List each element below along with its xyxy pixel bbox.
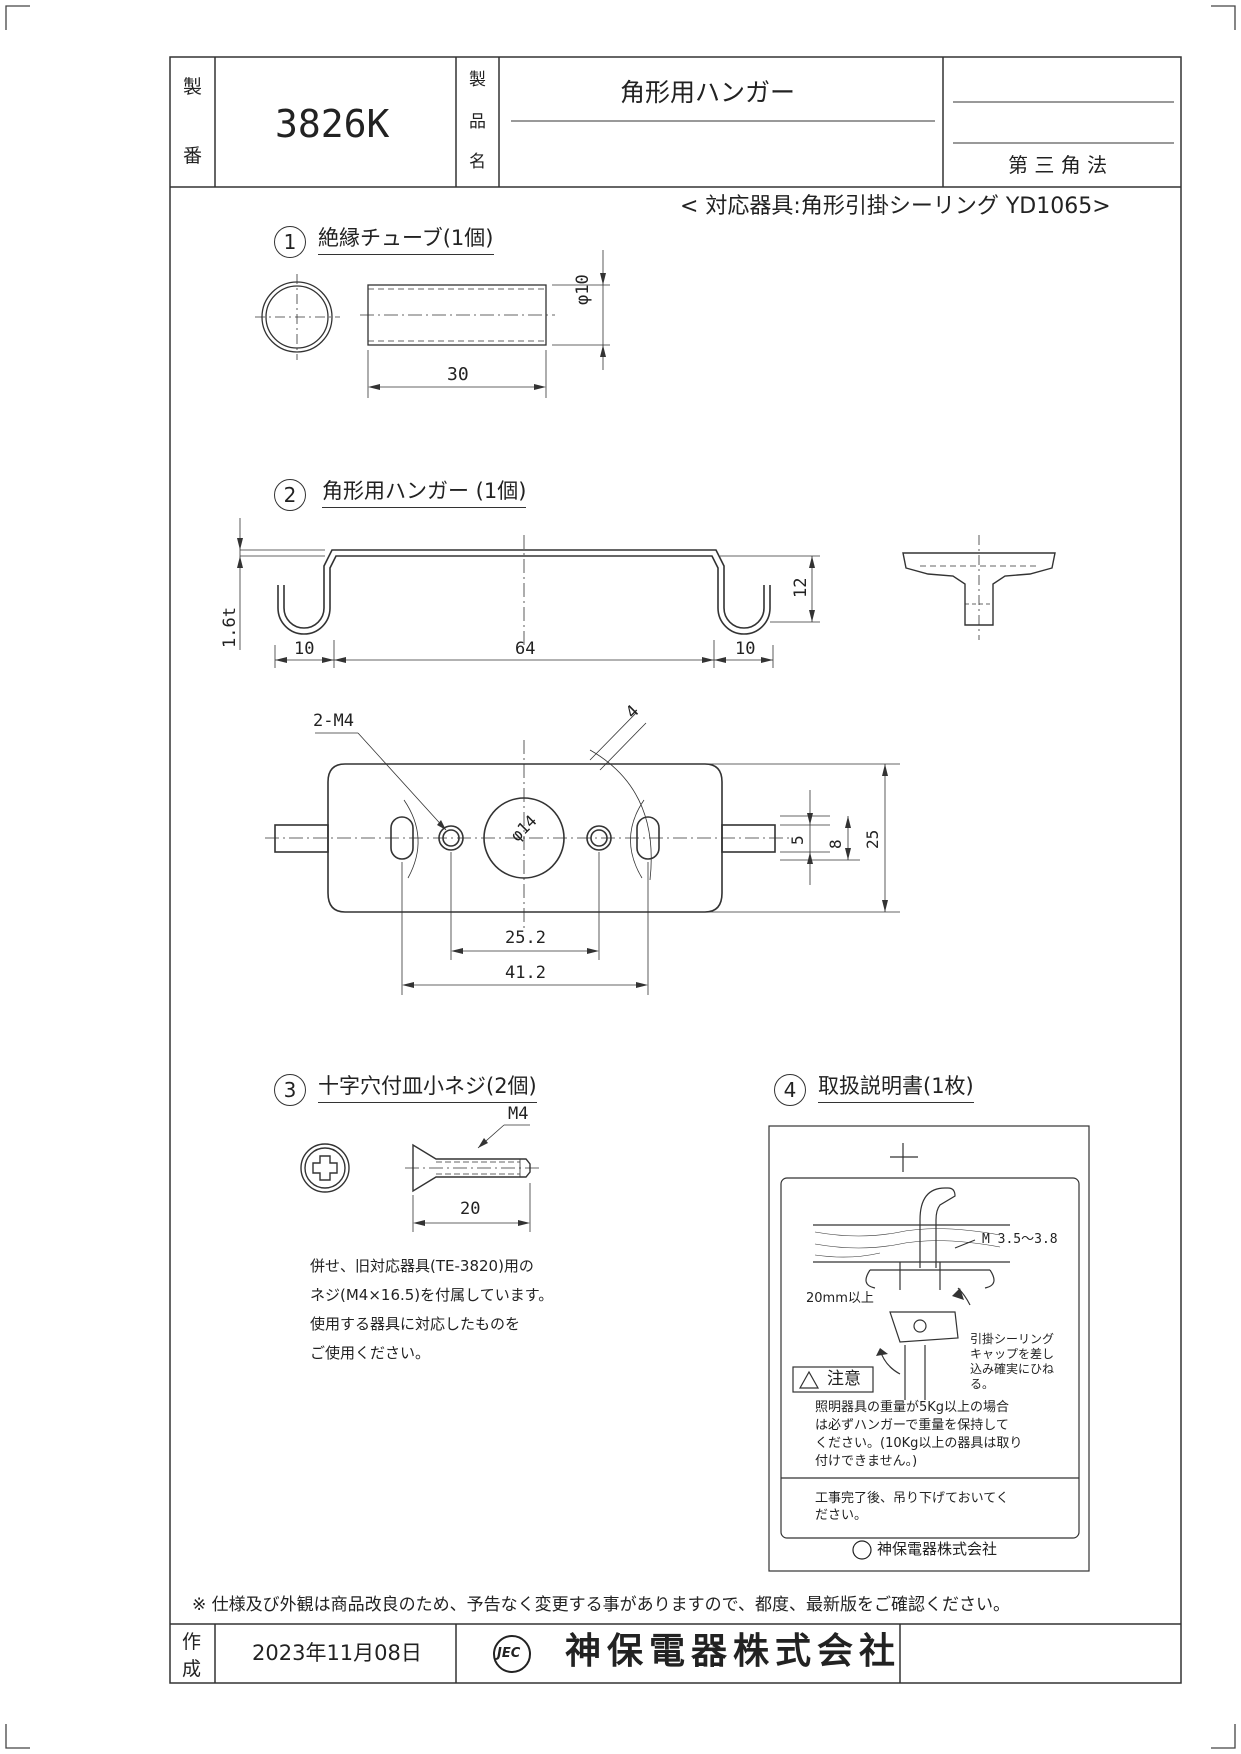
section-2-number-circle: 2: [274, 479, 306, 511]
created-date: 2023年11月08日: [252, 1641, 422, 1665]
outer-height-dim: 25: [863, 829, 882, 849]
logo-text: JEC: [497, 1646, 521, 1661]
hanger-right-dim: 10: [735, 639, 756, 659]
hanger-left-dim: 10: [294, 639, 315, 659]
section-3-title: 十字穴付皿小ネジ(2個): [318, 1076, 537, 1103]
frame-lines: [169, 56, 1182, 1684]
compatible-fixture: < 対応器具:角形引掛シーリング YD1065>: [680, 194, 1111, 219]
after-work-text: 工事完了後、吊り下げておいてく ださい。: [815, 1490, 1009, 1524]
hanger-plan-dims: [315, 712, 900, 995]
after-work-line: 工事完了後、吊り下げておいてく: [815, 1491, 1009, 1506]
manual-screw-dim: M 3.5〜3.8: [982, 1232, 1058, 1247]
created-label-2: 成: [182, 1658, 202, 1680]
section-4-number-circle: 4: [774, 1074, 806, 1106]
tube-arrows: [368, 273, 606, 390]
screw-thread-dim: M4: [508, 1104, 529, 1124]
screw-note-line: 使用する器具に対応したものを: [310, 1315, 521, 1333]
cap-note-line: る。: [970, 1377, 995, 1391]
hanger-side-dims: [239, 518, 820, 668]
manual-cap-note: 引掛シーリング キャップを差し 込み確実にひね る。: [970, 1332, 1054, 1392]
manual-depth-dim: 20mm以上: [806, 1291, 874, 1306]
product-name: 角形用ハンガー: [620, 78, 796, 107]
section-3-number: 3: [283, 1078, 297, 1102]
section-4-title: 取扱説明書(1枚): [818, 1076, 974, 1103]
section-1-title: 絶縁チューブ(1個): [318, 228, 494, 255]
tube-diameter-dim: φ10: [573, 274, 593, 305]
product-name-label-2: 品: [469, 112, 486, 132]
hanger-end-view: [902, 535, 1056, 640]
company-name: 神保電器株式会社: [565, 1631, 902, 1672]
cap-note-line: キャップを差し: [970, 1347, 1055, 1361]
cap-note-line: 込み確実にひね: [970, 1362, 1055, 1376]
hanger-thickness-dim: 1.6t: [220, 607, 240, 648]
hanger-middle-dim: 64: [515, 639, 536, 659]
screw-side-view: [412, 1143, 531, 1193]
screw-drawing: [300, 1124, 540, 1232]
caution-text: 照明器具の重量が5Kg以上の場合 は必ずハンガーで重量を保持して ください。(1…: [815, 1399, 1022, 1471]
product-name-label-3: 名: [469, 152, 486, 172]
screw-note-line: 併せ、旧対応器具(TE-3820)用の: [310, 1257, 534, 1275]
screw-note: 併せ、旧対応器具(TE-3820)用の ネジ(M4×16.5)を付属しています。…: [310, 1252, 553, 1368]
caution-label: 注意: [827, 1369, 861, 1389]
created-label-1: 作: [182, 1631, 202, 1653]
section-2-title: 角形用ハンガー (1個): [322, 481, 527, 508]
mid-height-dim: 8: [826, 839, 845, 849]
manual-card: [768, 1125, 1090, 1572]
product-name-label-1: 製: [469, 70, 486, 90]
pitch-inner-dim: 25.2: [505, 928, 546, 948]
company-logo: [493, 1540, 872, 1673]
screw-note-line: ネジ(M4×16.5)を付属しています。: [310, 1286, 554, 1304]
part-number-label-1: 製: [183, 76, 203, 98]
tube-length-dim: 30: [447, 364, 469, 385]
section-3-number-circle: 3: [274, 1074, 306, 1106]
section-2-number: 2: [283, 483, 297, 507]
screw-head-view: [300, 1143, 350, 1193]
hole-callout: 2-M4: [313, 711, 354, 731]
part-number: 3826K: [275, 102, 390, 146]
caution-line: ください。(10Kg以上の器具は取り: [815, 1436, 1023, 1451]
caution-line: は必ずハンガーで重量を保持して: [815, 1418, 1009, 1433]
caution-line: 付けできません。): [815, 1454, 918, 1469]
screw-length-dim: 20: [460, 1199, 481, 1219]
after-work-line: ださい。: [815, 1508, 868, 1523]
caution-line: 照明器具の重量が5Kg以上の場合: [815, 1400, 1010, 1415]
pitch-outer-dim: 41.2: [505, 963, 546, 983]
section-4-number: 4: [783, 1078, 797, 1102]
manual-company: 神保電器株式会社: [877, 1540, 998, 1558]
section-1-number-circle: 1: [274, 226, 306, 258]
section-1-number: 1: [283, 230, 297, 254]
hanger-height-dim: 12: [791, 577, 811, 598]
projection-method: 第 三 角 法: [1008, 153, 1108, 177]
cap-note-line: 引掛シーリング: [970, 1332, 1055, 1346]
hanger-side-view: [277, 535, 771, 645]
screw-note-line: ご使用ください。: [310, 1344, 431, 1362]
corner-marks: [5, 5, 1236, 1749]
footer-note: ※ 仕様及び外観は商品改良のため、予告なく変更する事がありますので、都度、最新版…: [192, 1595, 1010, 1615]
part-number-label-2: 番: [183, 145, 203, 167]
inner-height-dim: 5: [788, 835, 807, 845]
tube-drawing: [255, 250, 610, 398]
